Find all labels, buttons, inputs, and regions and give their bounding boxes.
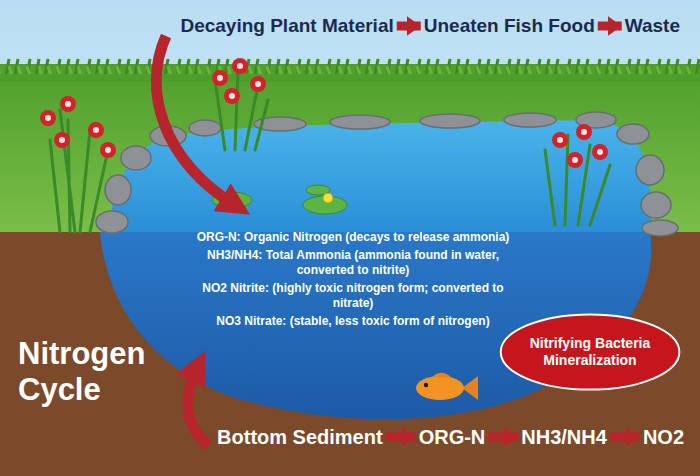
rocks (641, 192, 671, 218)
grass-blades (117, 59, 120, 76)
flow-arrow (488, 433, 518, 442)
flowers (40, 58, 608, 168)
rocks (96, 211, 128, 233)
definitions: ORG-N: Organic Nitrogen (decays to relea… (192, 230, 514, 332)
grass-blades (627, 59, 630, 76)
flowers (567, 152, 583, 168)
grass-blades (327, 59, 330, 76)
grass-blades (537, 59, 540, 76)
grass-blades (0, 74, 700, 82)
flow-step: ORG-N (419, 424, 486, 450)
flowers (552, 132, 568, 148)
fish (424, 383, 428, 387)
rocks (121, 146, 151, 170)
grass-blades (477, 59, 480, 76)
flowers (232, 58, 248, 74)
grass-blades (597, 59, 600, 76)
inflow-arrow (156, 36, 236, 206)
flow-arrow (598, 22, 622, 31)
process-oval: Nitrifying Bacteria Mineralization (497, 312, 683, 392)
grass-blades (267, 59, 270, 76)
flowers (100, 142, 116, 158)
flowers (224, 88, 240, 104)
oval-fill (501, 314, 680, 389)
rocks (617, 124, 649, 144)
flow-arrow (397, 22, 421, 31)
rocks (636, 155, 664, 185)
flow-step: Waste (625, 14, 680, 38)
grass-blades (147, 59, 150, 76)
rocks (96, 112, 678, 236)
flow-step: Decaying Plant Material (180, 14, 393, 38)
rocks (189, 120, 221, 136)
rocks (642, 220, 678, 236)
node-text: Uneaten Fish Food (424, 14, 595, 38)
grass-blades (87, 59, 90, 76)
flowers (592, 144, 608, 160)
node-text: Waste (625, 14, 680, 38)
grass-blades (0, 59, 700, 82)
flowers (40, 110, 56, 126)
grass-blades (57, 59, 60, 76)
soil (0, 232, 700, 476)
flowers (576, 124, 592, 140)
lily-flower (323, 193, 333, 203)
grass-blades (177, 59, 180, 76)
node-text: Decaying Plant Material (180, 14, 393, 38)
flowers (212, 70, 228, 86)
flowers (54, 132, 70, 148)
node-text: Nitrifying Bacteria Mineralization (528, 335, 652, 369)
plants (545, 135, 610, 225)
definition-text: ORG-N: Organic Nitrogen (decays to relea… (192, 230, 514, 245)
flowers (250, 76, 266, 92)
grass-blades (657, 59, 660, 76)
grass-blades (417, 59, 420, 76)
rocks (420, 114, 480, 128)
flowers (60, 96, 76, 112)
grass-blades (357, 59, 360, 76)
fish (462, 376, 478, 400)
grass-blades (696, 59, 699, 76)
definition-text: NO3 Nitrate: (stable, less toxic form of… (192, 314, 514, 329)
flow-step: Bottom Sediment (217, 424, 383, 450)
flowers (88, 122, 104, 138)
grass-blades (447, 59, 450, 76)
fish (416, 376, 464, 400)
flow-step: Uneaten Fish Food (424, 14, 595, 38)
rocks (504, 113, 556, 127)
fish (432, 373, 452, 378)
flow-step: NO2 (643, 424, 684, 450)
flow-step: NH3/NH4 (521, 424, 607, 450)
grass-blades (207, 59, 210, 76)
definition-text: NO2 Nitrite: (highly toxic nitrogen form… (192, 281, 514, 311)
grass-blades (297, 59, 300, 76)
grass (0, 64, 700, 244)
grass-blades (567, 59, 570, 76)
plants (50, 110, 108, 232)
node-text: Bottom Sediment (217, 424, 383, 450)
plants (50, 70, 610, 232)
node-text: NO2 (643, 424, 684, 450)
grass-blades (27, 59, 30, 76)
fish (416, 373, 478, 400)
definition-text: NH3/NH4: Total Ammonia (ammonia found in… (192, 248, 514, 278)
cycle-arrow (188, 366, 208, 446)
rocks (330, 115, 390, 129)
node-text: ORG-N (419, 424, 486, 450)
diagram-title: Nitrogen Cycle (18, 336, 178, 408)
grass-blades (687, 59, 690, 76)
node-text: NH3/NH4 (521, 424, 607, 450)
flow-arrow (386, 433, 416, 442)
rocks (105, 175, 131, 205)
grass-blades (387, 59, 390, 76)
grass-blades (507, 59, 510, 76)
flow-arrow (610, 433, 640, 442)
